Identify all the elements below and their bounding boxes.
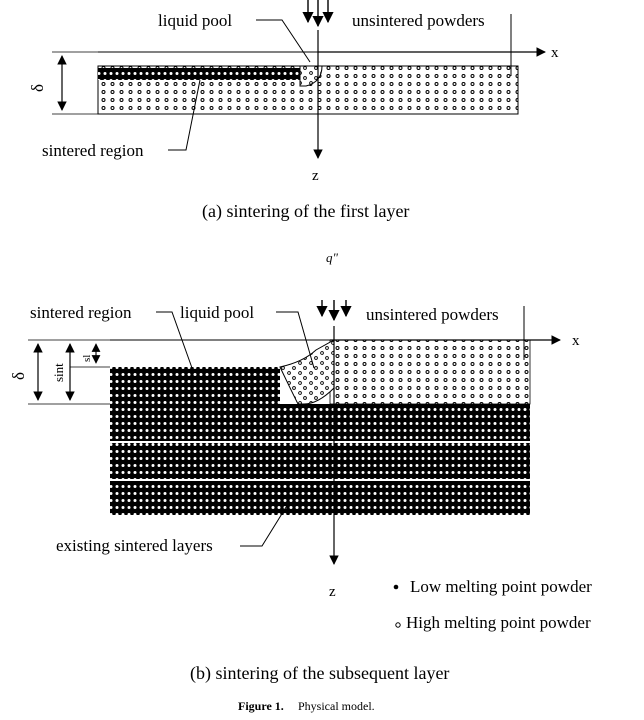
legend-high-melting-label: High melting point powder xyxy=(406,613,591,632)
panel-b-z-label: z xyxy=(329,584,336,600)
figure-caption-text: Physical model. xyxy=(298,699,375,713)
panel-b: q" x z δ sint sl xyxy=(9,250,592,684)
panel-b-liquid-pool xyxy=(279,339,335,405)
existing-layer-2 xyxy=(110,443,530,479)
panel-b-sintered-region-leader xyxy=(156,311,193,369)
panel-b-liquid-pool-leader xyxy=(276,311,315,369)
existing-layers-label: existing sintered layers xyxy=(56,536,213,555)
panel-b-unsintered-powder xyxy=(329,339,531,405)
existing-layers-leader xyxy=(240,503,289,547)
panel-a-sintered-region-leader xyxy=(168,79,201,151)
panel-b-sl-symbol: sl xyxy=(81,355,93,362)
panel-b-liquid-pool-label: liquid pool xyxy=(180,303,254,322)
panel-b-x-label: x xyxy=(572,333,580,349)
panel-a-caption: (a) sintering of the first layer xyxy=(202,201,409,222)
panel-b-sintered-region-label: sintered region xyxy=(30,303,132,322)
panel-b-sintered-region xyxy=(110,367,280,404)
panel-a-delta-symbol: δ xyxy=(28,84,47,92)
panel-a-liquid-pool-leader xyxy=(256,19,311,63)
panel-b-sint-symbol: sint xyxy=(51,363,66,382)
panel-b-unsintered-label: unsintered powders xyxy=(366,305,499,324)
panel-a-sintered-region-label: sintered region xyxy=(42,141,144,160)
panel-a-unsintered-label: unsintered powders xyxy=(352,11,485,30)
legend-low-melting-dot xyxy=(393,584,399,590)
panel-a-x-label: x xyxy=(551,45,559,61)
legend-high-melting-dot xyxy=(395,622,401,628)
panel-a-z-label: z xyxy=(312,168,319,184)
panel-a-sintered-band xyxy=(98,68,306,80)
panel-b-caption: (b) sintering of the subsequent layer xyxy=(190,663,449,684)
panel-a: x z δ liquid pool unsintered powders sin… xyxy=(28,0,559,222)
panel-a-liquid-pool xyxy=(299,65,323,87)
panel-b-delta-symbol: δ xyxy=(9,372,28,380)
existing-layer-1 xyxy=(110,404,530,441)
figure-caption-label: Figure 1. xyxy=(238,699,284,713)
heat-flux-symbol: q" xyxy=(326,250,339,265)
panel-a-liquid-pool-label: liquid pool xyxy=(158,11,232,30)
existing-layer-3 xyxy=(110,481,530,515)
legend-low-melting-label: Low melting point powder xyxy=(410,577,592,596)
